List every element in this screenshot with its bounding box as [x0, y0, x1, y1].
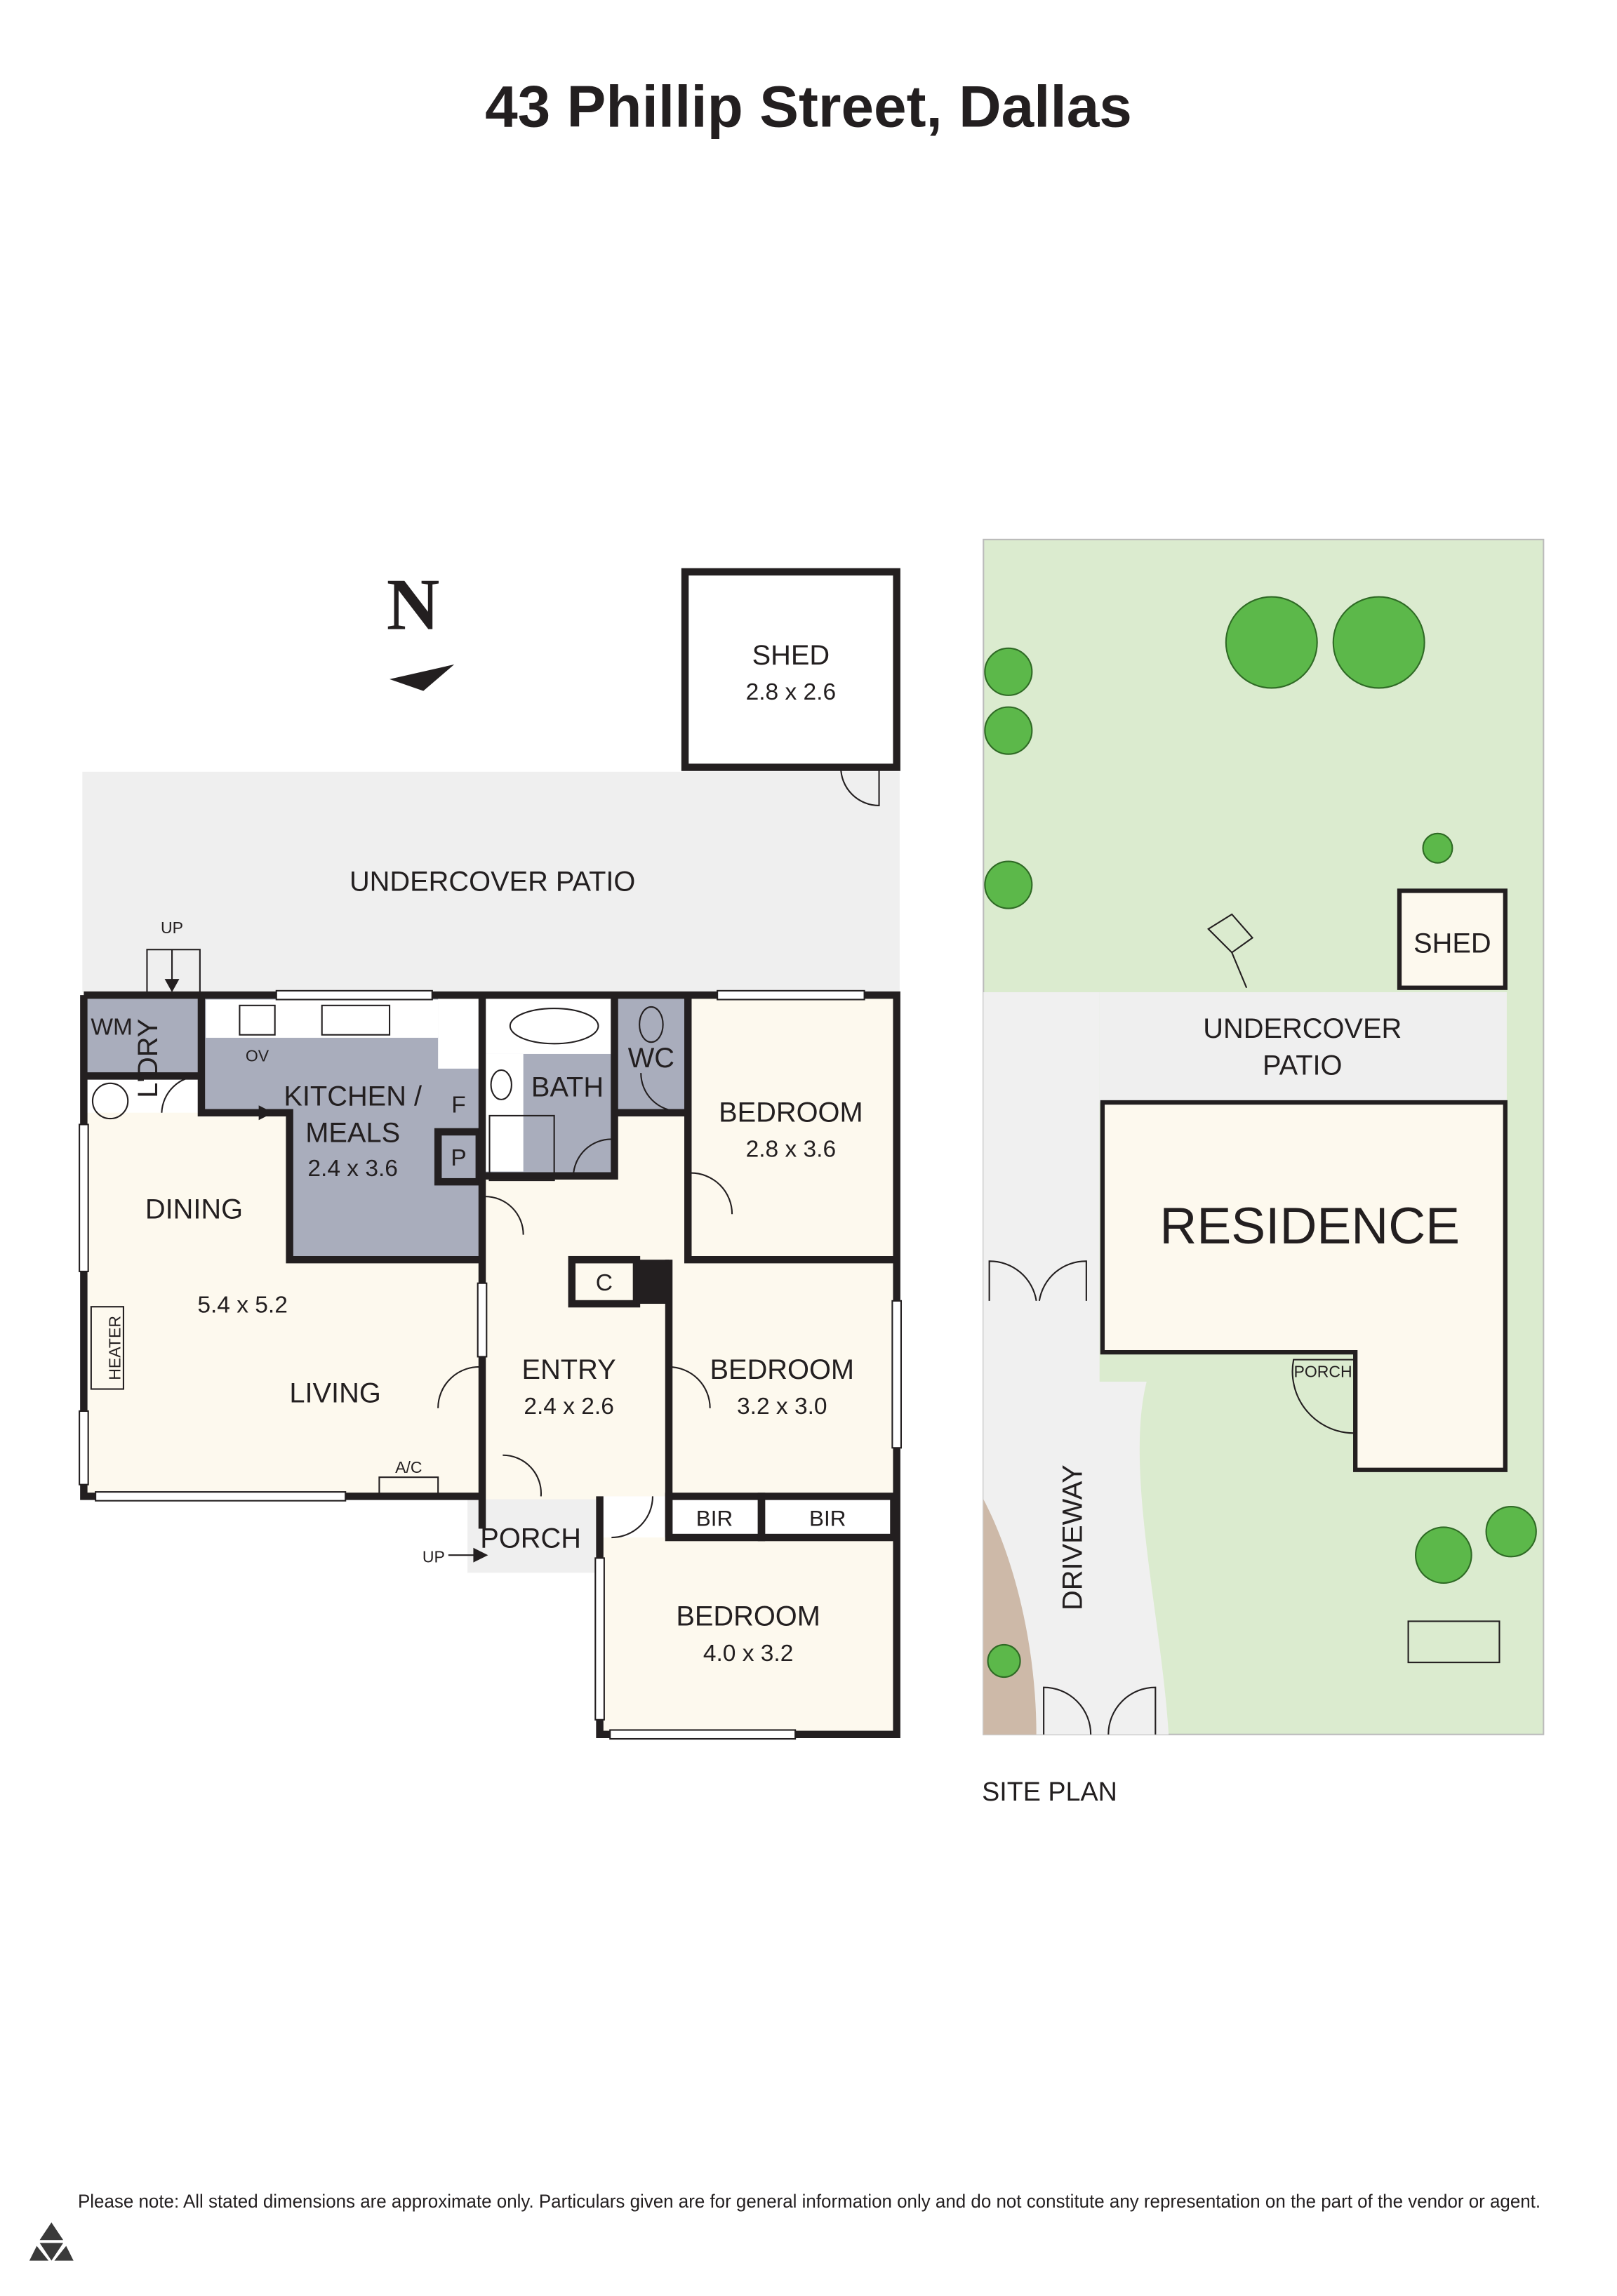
- cooktop-icon: [239, 1004, 276, 1036]
- bedroom1-dim: 2.8 x 3.6: [746, 1137, 837, 1163]
- tree-icon: [1332, 596, 1425, 689]
- tree-icon: [987, 1643, 1021, 1678]
- tree-icon: [984, 860, 1033, 909]
- tree-icon: [984, 647, 1033, 696]
- bedroom3-label: BEDROOM: [676, 1601, 820, 1632]
- living-dim: 5.4 x 5.2: [197, 1293, 288, 1319]
- tree-icon: [1422, 832, 1453, 864]
- driveway-label: DRIVEWAY: [1058, 1464, 1089, 1610]
- fridge-label: F: [451, 1093, 465, 1119]
- bedroom-1: [688, 995, 897, 1260]
- wc-label: WC: [628, 1043, 674, 1074]
- logo-icon: [29, 2222, 74, 2261]
- site-porch-label: PORCH: [1293, 1363, 1352, 1381]
- residence: [1100, 1100, 1508, 1472]
- porch-label: PORCH: [480, 1523, 581, 1554]
- bath-label: BATH: [531, 1072, 604, 1103]
- bedroom1-label: BEDROOM: [719, 1097, 863, 1128]
- page-title: 43 Phillip Street, Dallas: [485, 73, 1132, 139]
- residence-label: RESIDENCE: [1159, 1197, 1460, 1255]
- shower-icon: [488, 1114, 555, 1182]
- site-patio-label-2: PATIO: [1263, 1050, 1342, 1081]
- sink-icon: [321, 1004, 391, 1036]
- trough-icon: [91, 1082, 129, 1120]
- entry-hall: [482, 1112, 688, 1529]
- shed: [681, 568, 900, 771]
- site-shed: [1397, 888, 1508, 990]
- tree-icon: [984, 706, 1033, 755]
- gates: [988, 1260, 1157, 1735]
- laundry-label: L'DRY: [133, 1019, 164, 1098]
- meals-label: MEALS: [305, 1118, 400, 1149]
- floor-plan: UNDERCOVER PATIO UP SHED 2.8 x 2.6: [79, 568, 903, 1740]
- site-plan: SHED UNDERCOVER PATIO RESIDENCE PORCH DR…: [982, 538, 1545, 1806]
- wm-label: WM: [91, 1015, 133, 1041]
- north-compass: N: [387, 564, 455, 691]
- north-label: N: [387, 564, 440, 646]
- bedroom2-dim: 3.2 x 3.0: [737, 1394, 827, 1420]
- undercover-patio: [82, 771, 900, 992]
- planter: [1407, 1620, 1500, 1664]
- driveway: [983, 992, 1169, 1735]
- site-porch: [1291, 1359, 1357, 1434]
- tree-icon: [1415, 1526, 1472, 1584]
- entry-label: ENTRY: [522, 1354, 616, 1385]
- site-patio-label: UNDERCOVER: [1203, 1013, 1402, 1044]
- heater-unit: [90, 1306, 124, 1390]
- entry-dim: 2.4 x 2.6: [524, 1394, 614, 1420]
- disclaimer: Please note: All stated dimensions are a…: [78, 2190, 1541, 2212]
- oven-label: OV: [246, 1046, 270, 1064]
- shed-label: SHED: [752, 640, 830, 671]
- bir1-label: BIR: [696, 1506, 733, 1530]
- patio-label: UNDERCOVER PATIO: [350, 866, 635, 897]
- porch-up-label: UP: [422, 1548, 445, 1566]
- north-arrow-icon: [390, 664, 455, 691]
- toilet-icon: [639, 1006, 664, 1043]
- shed-dim: 2.8 x 2.6: [746, 679, 837, 705]
- site-patio: [1099, 992, 1507, 1103]
- heater-label: HEATER: [106, 1316, 124, 1380]
- bedroom-2: [669, 1260, 897, 1497]
- tree-icon: [1225, 596, 1318, 689]
- tree-icon: [1485, 1506, 1537, 1558]
- bedroom-3: [599, 1537, 897, 1732]
- kitchen-dim: 2.4 x 3.6: [307, 1156, 398, 1182]
- site-plan-label: SITE PLAN: [982, 1777, 1117, 1806]
- kitchen-label: KITCHEN /: [284, 1081, 422, 1112]
- site-shed-label: SHED: [1413, 928, 1491, 959]
- bedroom3-dim: 4.0 x 3.2: [703, 1641, 794, 1667]
- living-label: LIVING: [289, 1377, 380, 1408]
- bathtub-icon: [509, 1007, 599, 1045]
- pantry-label: P: [451, 1145, 466, 1171]
- porch: [467, 1499, 600, 1573]
- bir2-label: BIR: [809, 1506, 846, 1530]
- bedroom2-label: BEDROOM: [710, 1354, 855, 1385]
- dining-label: DINING: [145, 1194, 243, 1225]
- up-label: UP: [161, 919, 183, 937]
- ac-label: A/C: [395, 1458, 422, 1476]
- basin-icon: [490, 1069, 512, 1100]
- dining-living-room: [84, 1112, 483, 1497]
- laundry-room: [84, 995, 201, 1076]
- wc-room: [614, 995, 688, 1113]
- trees: [984, 596, 1537, 1678]
- cupboard-label: C: [596, 1270, 613, 1296]
- clothesline-icon: [1207, 913, 1254, 989]
